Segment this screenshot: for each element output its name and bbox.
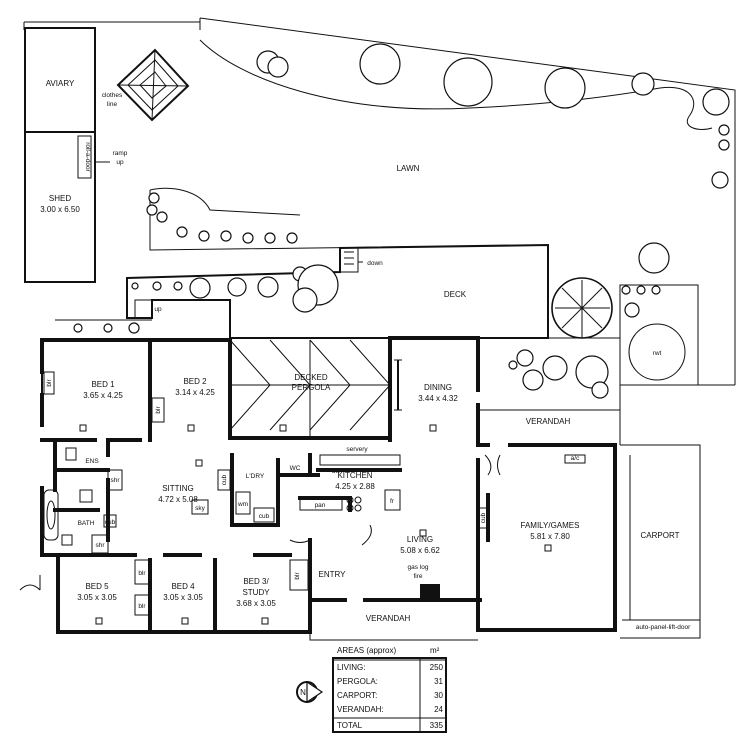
wc-label: WC [290,465,301,472]
shed-size: 3.00 x 6.50 [40,205,80,214]
areas-unit: m² [430,646,440,655]
deck-down-label: down [367,260,383,267]
family-label: FAMILY/GAMES [521,521,580,530]
wm-label: wm [237,501,248,508]
areas-heading: AREAS (approx) [337,646,396,655]
area-total-value: 335 [430,721,444,730]
cub-label-4: cub [480,512,487,523]
clothes-line-label-2: line [107,101,118,108]
bed2-size: 3.14 x 4.25 [175,388,215,397]
bed3-label-2: STUDY [242,588,270,597]
lawn-label: LAWN [397,164,420,173]
bath-label: BATH [78,520,95,527]
fr-label: fr [390,498,395,505]
blr-label-4: blr [138,603,146,610]
auto-door-label: auto-panel-lift-door [636,624,691,631]
bed3-size: 3.68 x 3.05 [236,599,276,608]
lawn-edge [149,39,713,251]
shed-label: SHED [49,194,71,203]
family-size: 5.81 x 7.80 [530,532,570,541]
north-compass-icon: N [296,680,324,704]
bed1-label: BED 1 [91,380,115,389]
sitting-size: 4.72 x 5.08 [158,495,198,504]
clothes-line-label-1: clothes [102,92,123,99]
area-row-2-label: CARPORT: [337,691,377,700]
outdoor-outlines [19,337,701,641]
deck: down DECK up [55,243,549,339]
bed5-label: BED 5 [85,582,109,591]
clothes-line: clothes line [102,48,190,122]
kitchen-size: 4.25 x 2.88 [335,482,375,491]
blr-label-1: blr [46,379,53,387]
bed5-size: 3.05 x 3.05 [77,593,117,602]
area-row-0-value: 250 [430,663,444,672]
rwt-label: rwt [653,350,662,357]
dining-label: DINING [424,383,452,392]
garden-trees [146,43,730,274]
area-row-2-value: 30 [434,691,443,700]
entry-label: ENTRY [319,570,347,579]
living-label: LIVING [407,535,433,544]
cub-label-2: cub [259,513,270,520]
area-row-3-label: VERANDAH: [337,705,384,714]
roll-a-door-label: roll-a-door [84,142,91,172]
bed3-label: BED 3/ [243,577,269,586]
dw-label: dw [332,468,341,475]
laundry-label: L'DRY [246,473,265,480]
blr-label-3: blr [138,570,146,577]
gas-log-label: gas log [408,564,429,571]
area-row-1-value: 31 [434,677,443,686]
area-total-label: TOTAL [337,721,363,730]
shr-label-2: shr [95,542,105,549]
deck-label: DECK [444,290,467,299]
blr-label-2: blr [155,406,162,414]
bed4-size: 3.05 x 3.05 [163,593,203,602]
pan-label: pan [315,502,326,509]
decked-pergola [229,339,391,438]
sky-label: sky [195,505,206,512]
bed1-size: 3.65 x 4.25 [83,391,123,400]
compass-letter: N [300,688,306,697]
carport-label: CARPORT [641,531,680,540]
room-labels: BED 1 3.65 x 4.25 BED 2 3.14 x 4.25 DECK… [77,373,579,608]
areas-table: AREAS (approx) m² LIVING: 250 PERGOLA: 3… [332,646,447,733]
rainwater-tank-area: rwt [508,277,699,399]
aviary: AVIARY [24,27,96,133]
area-row-1-label: PERGOLA: [337,677,378,686]
shr-label-1: shr [110,477,120,484]
fixtures [43,359,586,625]
deck-up-label: up [154,306,162,313]
fire-label: fire [413,573,422,580]
bed4-label: BED 4 [171,582,195,591]
pergola-label: DECKED [294,373,328,382]
aviary-label: AVIARY [46,79,75,88]
living-size: 5.08 x 6.62 [400,546,440,555]
sitting-label: SITTING [162,484,194,493]
bed2-label: BED 2 [183,377,207,386]
ramp-label-2: up [116,159,124,166]
servery-label: servery [346,446,368,453]
dining-size: 3.44 x 4.32 [418,394,458,403]
ens-label: ENS [85,458,99,465]
area-row-3-value: 24 [434,705,443,714]
front-verandah-label: VERANDAH [366,614,411,623]
kitchen-label: KITCHEN [337,471,372,480]
cub-label-1: cub [221,474,228,485]
side-verandah-label: VERANDAH [526,417,571,426]
shed: roll-a-door SHED 3.00 x 6.50 ramp up [24,131,128,283]
blr-label-5: blr [294,572,301,580]
fixture-labels: ENS BATH shr shr blr blr blr blr blr cub… [46,379,691,631]
area-row-0-label: LIVING: [337,663,365,672]
cub-label-3: cub [105,519,116,526]
ramp-label-1: ramp [113,150,128,157]
pergola-label-2: PERGOLA [292,383,331,392]
ac-label: a/c [571,455,580,462]
